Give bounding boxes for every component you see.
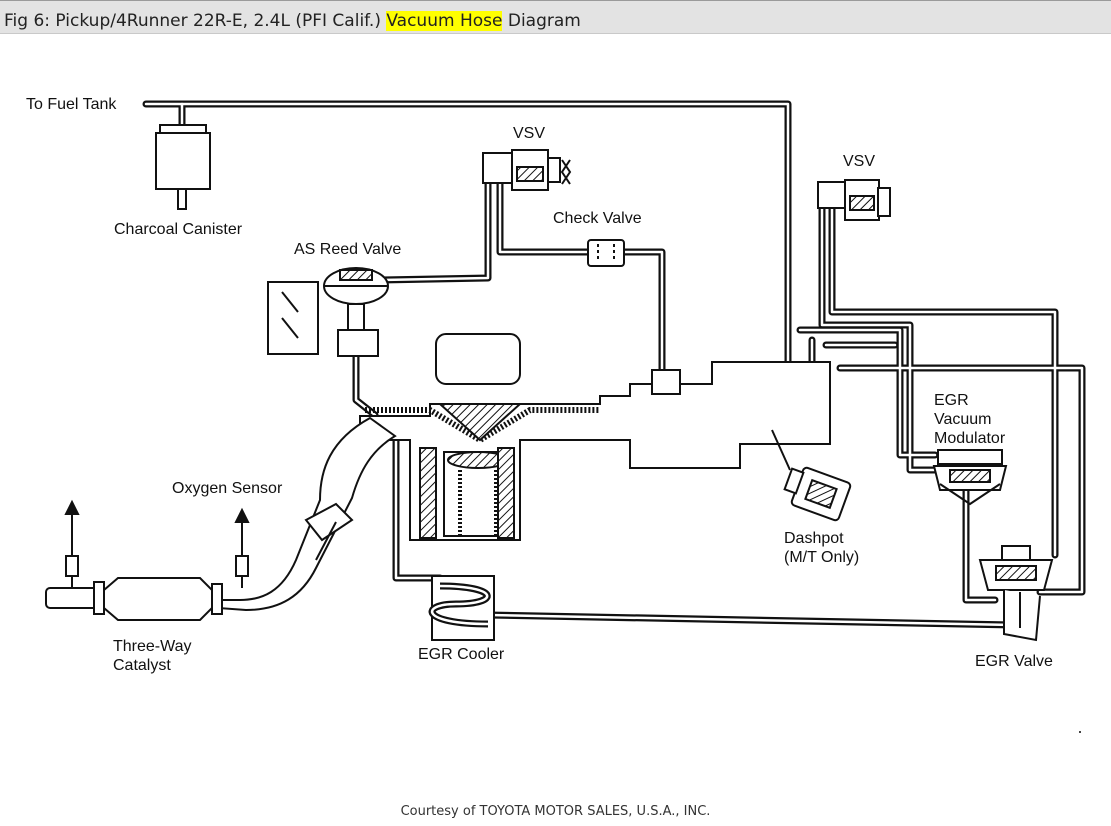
vsv-1	[482, 149, 572, 191]
figure-title: Fig 6: Pickup/4Runner 22R-E, 2.4L (PFI C…	[4, 11, 581, 31]
hose-vsv1-a	[376, 158, 492, 284]
dashpot	[771, 429, 852, 522]
egr-cooler	[428, 575, 495, 641]
title-highlight: Vacuum Hose	[386, 11, 503, 31]
label-egr-cooler: EGR Cooler	[418, 646, 505, 663]
credit-line: Courtesy of TOYOTA MOTOR SALES, U.S.A., …	[400, 804, 711, 819]
label-three-way-catalyst-1: Three-Way	[113, 638, 192, 655]
oxygen-sensors	[64, 499, 250, 588]
title-prefix: Fig 6: Pickup/4Runner 22R-E, 2.4L (PFI C…	[4, 11, 387, 31]
label-charcoal-canister: Charcoal Canister	[114, 221, 243, 238]
vsv-2	[817, 179, 891, 221]
hose-check-valve	[620, 248, 666, 374]
hose-vsv2-b	[828, 196, 1059, 559]
as-reed-valve	[267, 267, 389, 357]
egr-valve	[978, 545, 1054, 642]
title-bar: Fig 6: Pickup/4Runner 22R-E, 2.4L (PFI C…	[0, 0, 1111, 34]
label-egr-vacuum-modulator-1: EGR	[934, 392, 969, 409]
label-oxygen-sensor: Oxygen Sensor	[172, 480, 283, 497]
exhaust	[45, 416, 397, 621]
label-check-valve: Check Valve	[553, 210, 642, 227]
label-dashpot-1: Dashpot	[784, 530, 844, 547]
label-dashpot-2: (M/T Only)	[784, 549, 859, 566]
label-vsv-2: VSV	[843, 153, 875, 170]
label-egr-vacuum-modulator-2: Vacuum	[934, 411, 992, 428]
label-egr-vacuum-modulator-3: Modulator	[934, 430, 1006, 447]
title-suffix: Diagram	[502, 11, 581, 31]
stray-dot	[1079, 731, 1081, 733]
label-as-reed-valve: AS Reed Valve	[294, 241, 401, 258]
label-vsv-1: VSV	[513, 125, 545, 142]
engine	[359, 333, 831, 541]
charcoal-canister	[155, 124, 211, 210]
label-three-way-catalyst-2: Catalyst	[113, 657, 171, 674]
label-egr-valve: EGR Valve	[975, 653, 1053, 670]
egr-vacuum-modulator	[932, 449, 1008, 506]
label-to-fuel-tank: To Fuel Tank	[26, 96, 117, 113]
check-valve	[587, 239, 625, 267]
